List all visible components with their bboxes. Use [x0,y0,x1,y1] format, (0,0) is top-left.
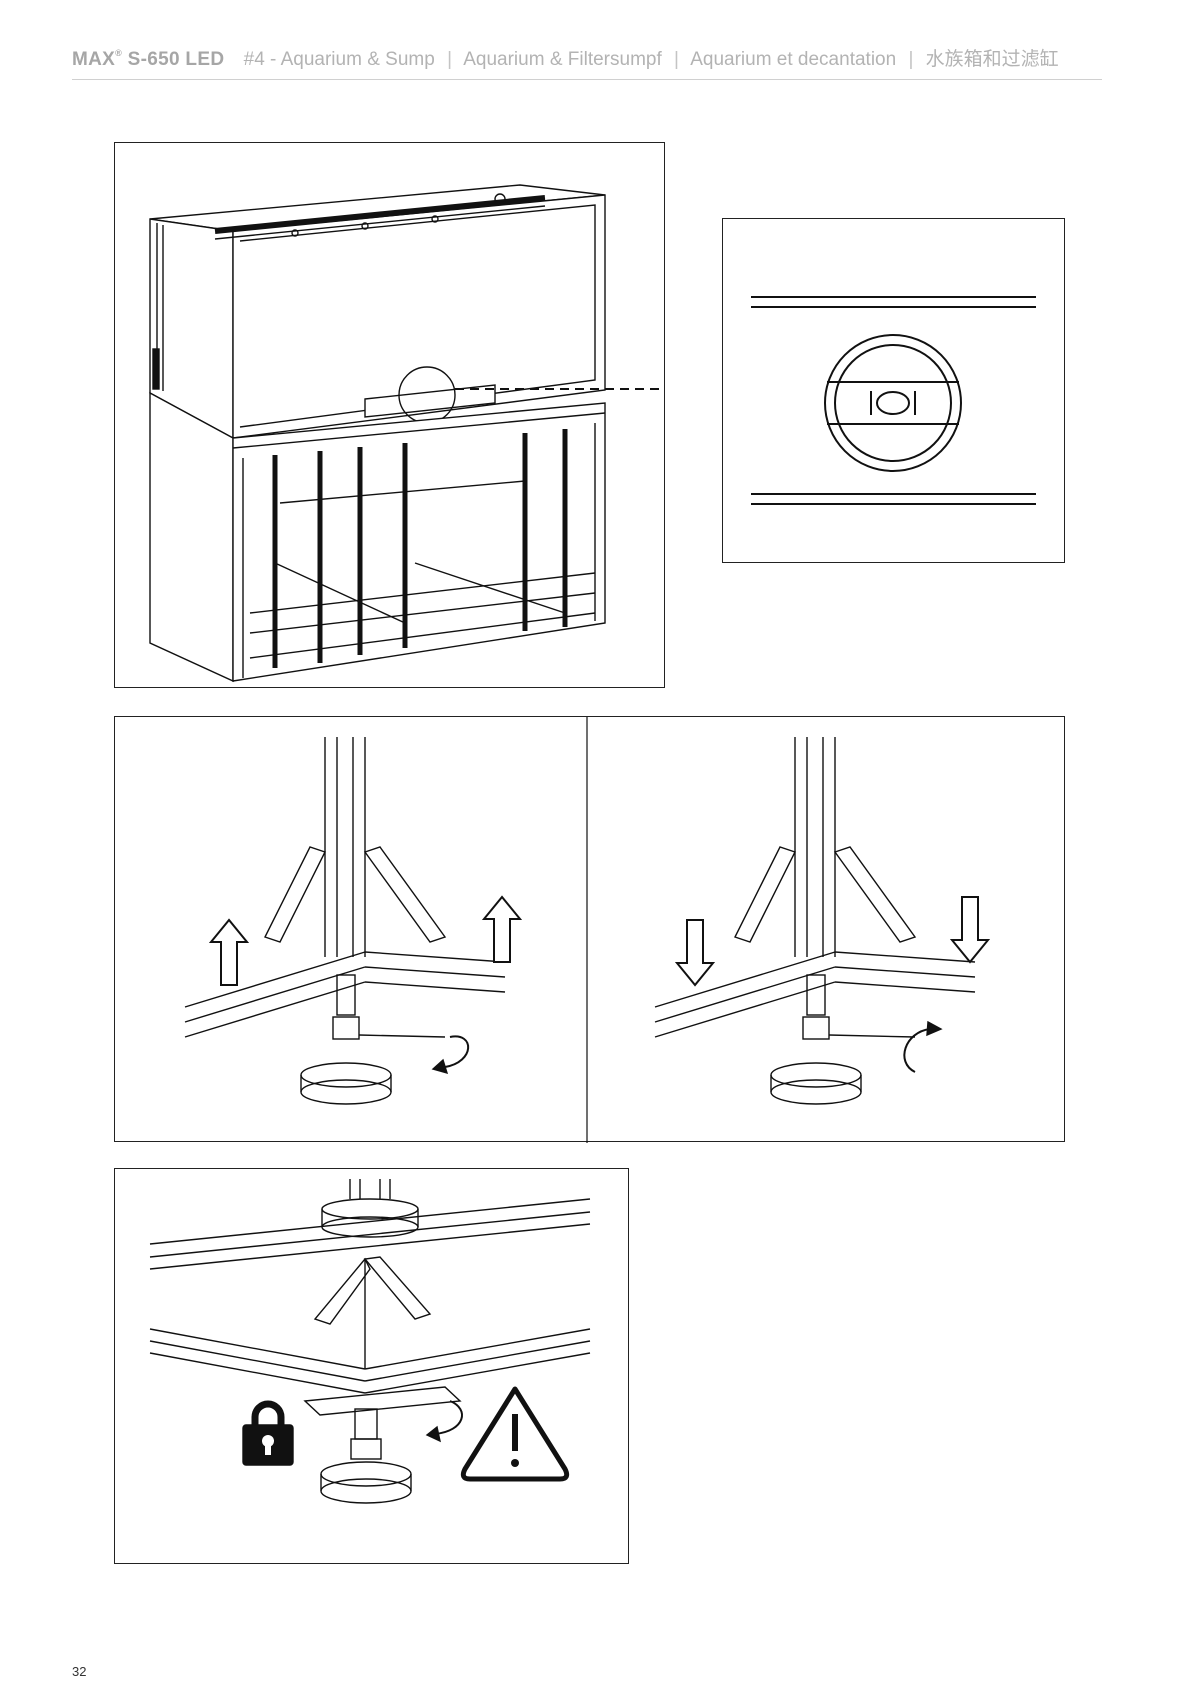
aquarium-illustration-panel [114,142,665,688]
rotate-arrow-icon [427,1401,462,1441]
title-de: Aquarium & Filtersumpf [463,49,662,70]
spirit-level-icon [751,297,1036,504]
spirit-level-detail-panel [722,218,1065,563]
padlock-icon [243,1404,293,1465]
page-header: MAX® S-650 LED #4 - Aquarium & Sump | Aq… [72,44,1102,80]
chapter-title: #4 - Aquarium & Sump [244,49,435,70]
raise-foot-drawing [185,737,505,1104]
separator: | [908,49,913,70]
aquarium-drawing [150,185,665,438]
warning-triangle-icon [463,1389,566,1479]
page-number: 32 [72,1664,86,1679]
separator: | [674,49,679,70]
rotate-arrow-icon [904,1022,941,1072]
rotate-arrow-icon [433,1036,468,1073]
arrow-up-icon [484,897,520,962]
lock-nut-panel [114,1168,629,1564]
title-zh: 水族箱和过滤缸 [926,49,1059,70]
arrow-down-icon [952,897,988,962]
title-fr: Aquarium et decantation [690,49,896,70]
arrow-up-icon [211,920,247,985]
cabinet-drawing [150,393,605,681]
leveling-feet-panel [114,716,1065,1142]
frame-underside-drawing [150,1179,590,1503]
separator: | [447,49,452,70]
brand-name: MAX® S-650 LED [72,49,224,70]
header-rule [72,79,1102,80]
arrow-down-icon [677,920,713,985]
